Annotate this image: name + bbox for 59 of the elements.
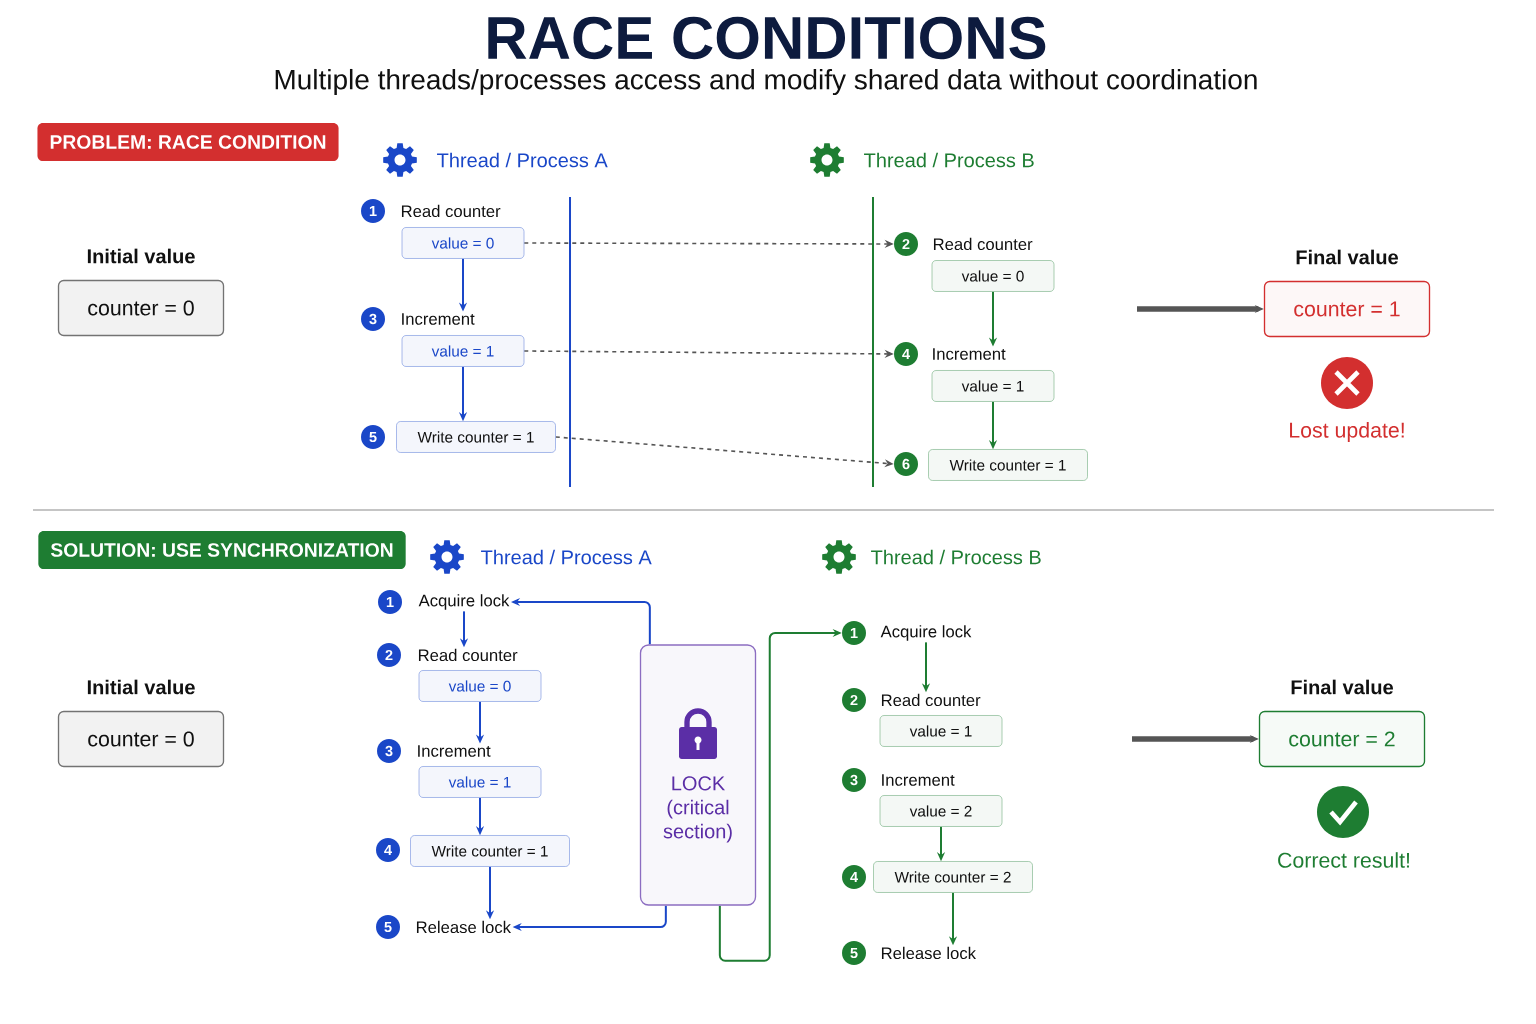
value-heading: Final value <box>1296 249 1398 265</box>
step-box: Write counter = 2 <box>873 861 1033 893</box>
step-label: Increment <box>418 745 491 757</box>
result-text: Correct result! <box>1278 852 1409 868</box>
thread-heading: Thread / Process A <box>437 152 608 168</box>
value-box: value = 1 <box>931 370 1055 402</box>
step-number: 6 <box>894 452 918 476</box>
step-number: 5 <box>842 941 866 965</box>
thread-heading: Thread / Process A <box>481 549 652 565</box>
counter-box: counter = 0 <box>57 279 225 337</box>
counter-box: counter = 2 <box>1258 710 1426 768</box>
value-heading: Initial value <box>87 248 195 264</box>
step-number: 3 <box>377 739 401 763</box>
step-label: Increment <box>933 348 1006 360</box>
step-label: Read counter <box>418 648 518 662</box>
step-label: Acquire lock <box>418 594 510 610</box>
step-number: 1 <box>842 621 866 645</box>
counter-box: counter = 1 <box>1263 280 1431 338</box>
step-box: Write counter = 1 <box>410 835 570 867</box>
step-number: 1 <box>378 590 402 614</box>
step-number: 4 <box>894 342 918 366</box>
value-box: value = 1 <box>401 335 525 367</box>
value-box: value = 0 <box>931 260 1055 292</box>
thread-heading: Thread / Process B <box>871 549 1041 565</box>
step-number: 5 <box>361 425 385 449</box>
section-badge: PROBLEM: RACE CONDITION <box>37 123 339 161</box>
step-number: 2 <box>894 232 918 256</box>
step-box: Write counter = 1 <box>928 449 1088 481</box>
step-label: Increment <box>402 313 475 325</box>
step-number: 3 <box>842 768 866 792</box>
step-number: 4 <box>376 838 400 862</box>
step-label: Acquire lock <box>880 625 972 641</box>
value-heading: Final value <box>1291 679 1393 695</box>
value-box: value = 2 <box>879 795 1003 827</box>
step-label: Release lock <box>416 920 511 934</box>
value-box: value = 0 <box>418 670 542 702</box>
step-number: 4 <box>842 865 866 889</box>
step-label: Read counter <box>401 204 501 218</box>
value-heading: Initial value <box>87 679 195 695</box>
counter-box: counter = 0 <box>57 710 225 768</box>
step-number: 1 <box>361 199 385 223</box>
result-text: Lost update! <box>1290 422 1404 442</box>
lock-box: LOCK (critical section) <box>639 644 757 906</box>
subtitle: Multiple threads/processes access and modify shared data without coordination <box>275 68 1257 96</box>
value-box: value = 1 <box>879 715 1003 747</box>
section-badge: SOLUTION: USE SYNCHRONIZATION <box>38 531 406 569</box>
step-box: Write counter = 1 <box>396 421 556 453</box>
step-label: Increment <box>882 774 955 786</box>
step-label: Read counter <box>933 237 1033 251</box>
value-box: value = 1 <box>418 766 542 798</box>
step-number: 5 <box>376 915 400 939</box>
step-number: 3 <box>361 307 385 331</box>
value-box: value = 0 <box>401 227 525 259</box>
step-number: 2 <box>842 688 866 712</box>
step-number: 2 <box>377 643 401 667</box>
thread-heading: Thread / Process B <box>864 152 1034 168</box>
step-label: Release lock <box>881 946 976 960</box>
title: RACE CONDITIONS <box>488 16 1046 60</box>
step-label: Read counter <box>881 693 981 707</box>
